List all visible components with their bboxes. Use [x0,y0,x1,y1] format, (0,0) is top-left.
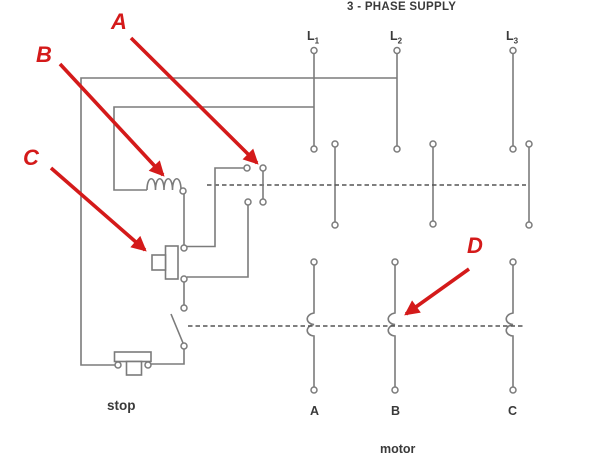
overload-heater-element [306,258,318,394]
callout-arrow-d [404,267,471,316]
overload-heater-element [387,258,399,394]
supply-label-l2-sub: 2 [397,36,403,46]
supply-label-l3: L3 [506,30,518,46]
stop-button-label: stop [107,398,136,413]
motor-phase-a-label: A [310,404,320,418]
supply-label-l1: L1 [307,30,319,46]
motor-phase-c-label: C [508,404,518,418]
callout-c-label: C [23,145,39,170]
overload-trip-contact [170,304,188,350]
supply-label-l1-sub: 1 [314,36,320,46]
callout-arrow-b [58,62,165,177]
supply-label-l3-sub: 3 [513,36,519,46]
control-circuit-wiring [80,77,397,366]
callout-a-label: A [111,9,127,34]
start-pushbutton [151,244,188,283]
callout-arrow-a [129,36,259,165]
stop-pushbutton [113,351,152,376]
supply-label-l2: L2 [390,30,402,46]
supply-label-l2-prefix: L [390,29,398,43]
main-contactor-contacts [331,140,533,229]
motor-label: motor [380,442,416,456]
auxiliary-contact [243,164,267,206]
supply-label-l1-prefix: L [307,29,315,43]
callout-b-label: B [36,42,52,67]
three-phase-supply-lines [310,46,517,153]
diagram-title: 3 - PHASE SUPPLY [347,1,457,13]
overload-heater-element [505,258,517,394]
callout-d-label: D [467,233,483,258]
motor-phase-b-label: B [391,404,401,418]
overload-heaters [306,258,517,394]
supply-label-l3-prefix: L [506,29,514,43]
contactor-coil [146,177,187,195]
callout-arrows [49,36,471,316]
callout-arrow-c [49,166,147,252]
